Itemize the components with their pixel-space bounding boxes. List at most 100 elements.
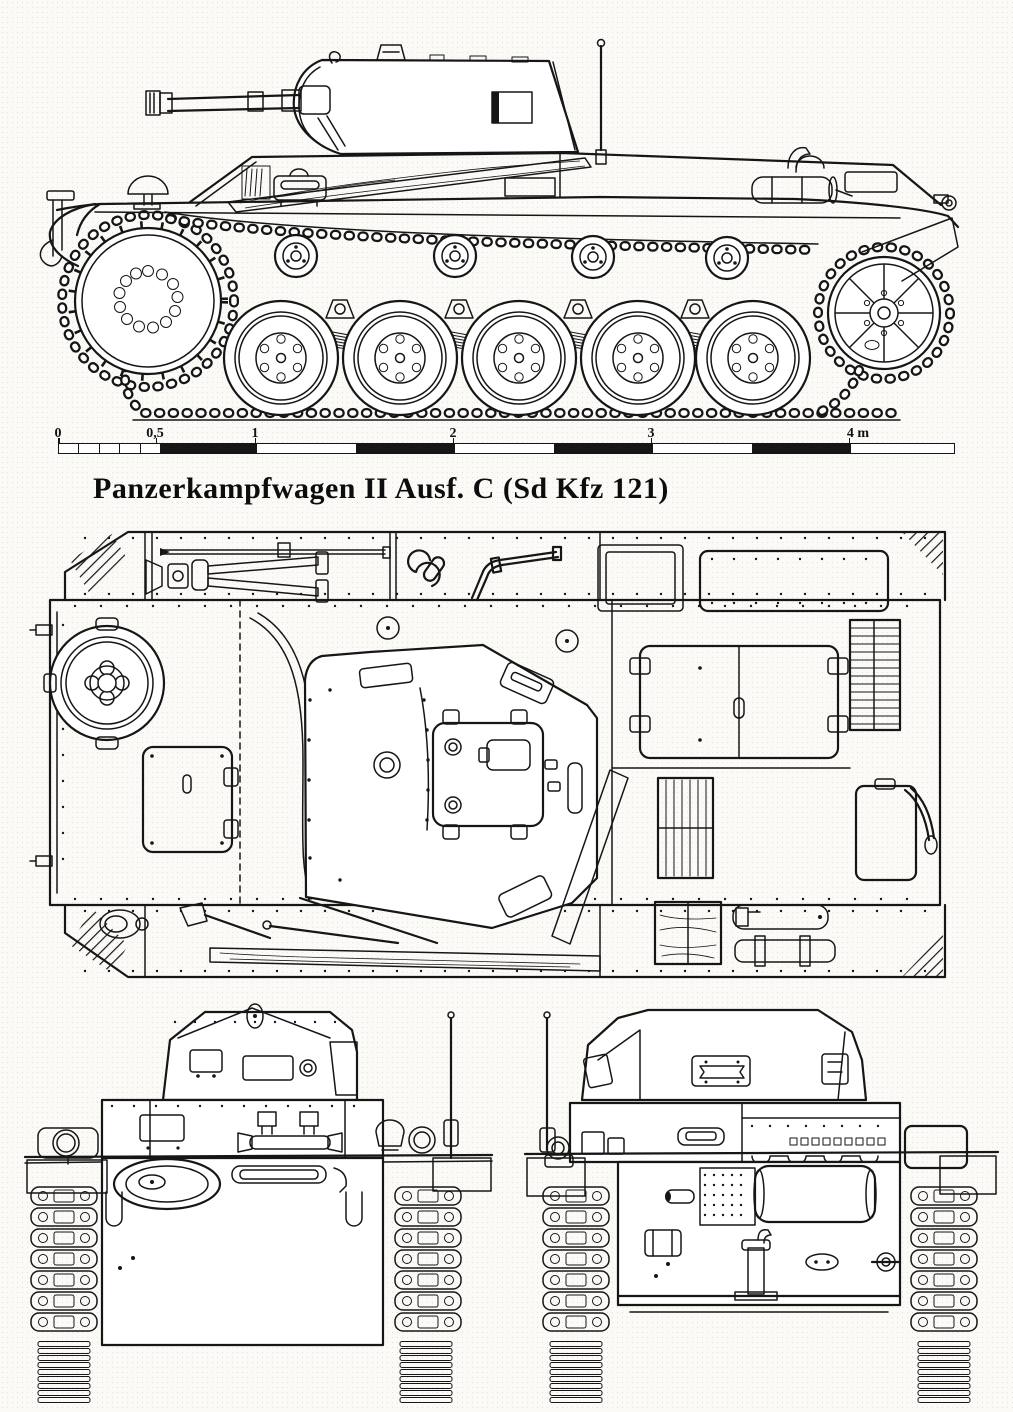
front-fenders: [23, 1153, 494, 1194]
towing-eye-plate: [805, 1253, 839, 1271]
tool-jack-body: [734, 935, 836, 967]
rear-tow-coupling: [933, 194, 957, 211]
road-wheel: [341, 299, 459, 417]
antenna-trough-rail: [227, 157, 592, 213]
radiator-grille: [848, 618, 902, 732]
exhaust-pipe-top: [903, 788, 931, 842]
exhaust-muffler: [751, 176, 853, 204]
rear-turret: [580, 1008, 868, 1102]
fan-cover: [795, 155, 825, 169]
exhaust-tip: [665, 1189, 695, 1204]
turret-top: [249, 612, 629, 945]
fender-seams: [144, 531, 601, 978]
antenna: [539, 1011, 556, 1153]
antenna: [443, 1011, 459, 1160]
tool-brackets: [581, 1131, 625, 1155]
engine-hatch: [629, 644, 849, 760]
front-tow-hook: [39, 190, 75, 267]
rear-deck-bins: [597, 544, 890, 613]
front-fittings: [37, 1011, 459, 1165]
return-roller: [570, 234, 616, 280]
tick-label: 0,5: [146, 426, 164, 441]
shackle-s-hook: [407, 549, 446, 588]
tick-label: 2: [449, 426, 457, 441]
road-wheel: [222, 299, 340, 417]
road-wheel: [460, 299, 578, 417]
return-roller: [704, 235, 750, 281]
front-track-left: [30, 1186, 98, 1403]
cleaning-rod: [160, 542, 391, 559]
headlight-right: [408, 1126, 436, 1154]
turret-rear-port: [498, 875, 553, 918]
turret-front-port: [358, 662, 414, 689]
air-vent-grille: [656, 776, 715, 880]
horn: [99, 909, 149, 939]
engine-deck: [376, 616, 938, 882]
stowage-box: [844, 171, 898, 193]
rear-visor: [677, 1127, 725, 1146]
front-hull: [100, 1156, 385, 1347]
tow-clevis: [237, 1111, 343, 1153]
fender-tools-rear: [653, 900, 836, 967]
turret-rear-plate: [691, 1055, 751, 1087]
hull-side: [39, 190, 960, 282]
driver-visor: [139, 1114, 185, 1142]
turret: [292, 44, 580, 156]
headlight: [127, 175, 169, 210]
top-view-drawing: [29, 530, 947, 979]
scale-bar-segments: [58, 443, 955, 454]
rear-track-left: [542, 1186, 610, 1403]
wood-plank: [209, 947, 601, 972]
road-wheel: [694, 299, 812, 417]
grab-handle-right: [345, 1191, 363, 1227]
brake-vent-slot: [231, 1165, 327, 1184]
fire-extinguisher: [732, 904, 829, 930]
splash-rail: [249, 617, 312, 900]
rear-track-right: [910, 1186, 978, 1403]
return-roller: [273, 233, 319, 279]
tick-label: 1: [251, 426, 259, 441]
muzzle-brake: [145, 90, 173, 116]
lifting-hook: [328, 51, 341, 64]
rear-superstructure: [568, 1101, 902, 1165]
muffler: [753, 1164, 877, 1224]
rail-bars: [298, 769, 629, 945]
return-roller: [432, 233, 478, 279]
transmission-hatch: [43, 617, 166, 750]
crowbar: [262, 920, 400, 945]
intake-box: [273, 168, 327, 207]
rear-view-drawing: [523, 1008, 1000, 1403]
antenna: [595, 38, 607, 165]
vision-flap: [504, 177, 556, 197]
jack-block: [653, 900, 723, 966]
storage-box: [903, 1124, 969, 1170]
horn: [375, 1119, 405, 1151]
turret-grab-rail: [567, 762, 583, 814]
headlight: [37, 1127, 99, 1165]
hatch-latch: [84, 660, 130, 706]
tick-label: 3: [647, 426, 655, 441]
road-wheels: [222, 299, 812, 417]
rear-idler: [826, 255, 942, 371]
tow-shackle: [333, 1167, 347, 1193]
front-view-drawing: [23, 1003, 494, 1403]
rear-fenders: [523, 1011, 1000, 1197]
figure-title: Panzerkampfwagen II Ausf. C (Sd Kfz 121): [93, 472, 669, 505]
front-superstructure: [100, 1098, 385, 1160]
drive-sprocket: [68, 221, 228, 381]
front-track-right: [394, 1186, 462, 1403]
rear-coupling: [870, 1252, 902, 1272]
tick-label: 4 m: [846, 426, 870, 441]
transmission-cover-front: [112, 1157, 222, 1211]
fender-tools-front: [145, 542, 563, 603]
louver-vent: [241, 165, 271, 200]
fender-tools-bottom: [99, 902, 601, 972]
turret-side-port-right: [499, 661, 555, 705]
hull-side-latches: [29, 624, 53, 867]
road-wheel: [579, 299, 697, 417]
driver-hatch: [141, 745, 239, 854]
rear-hull: [616, 1160, 902, 1313]
tick-label: 0: [54, 426, 62, 441]
commander-hatch: [431, 709, 561, 840]
